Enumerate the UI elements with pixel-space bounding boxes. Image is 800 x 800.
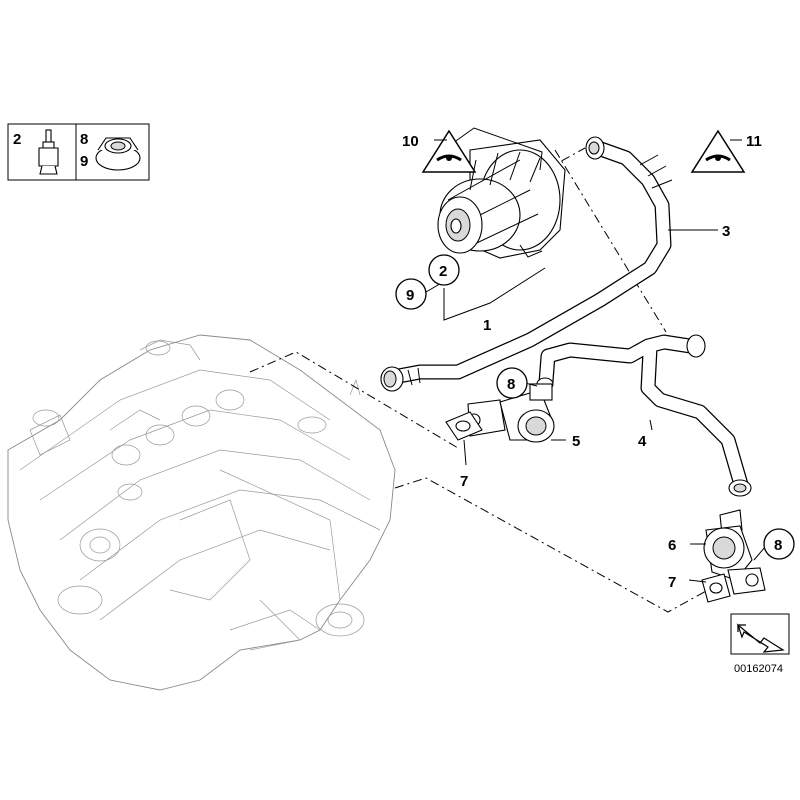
air-pump-drawing <box>431 127 566 259</box>
callout-5: 5 <box>572 433 580 450</box>
valve-drawing-6 <box>703 509 766 595</box>
callout-1: 1 <box>483 317 491 334</box>
bolt-icon <box>38 129 59 175</box>
callout-circle-2: 2 <box>428 254 460 286</box>
leader-pump-to-hose <box>554 149 667 333</box>
legend-label-2: 2 <box>13 131 21 148</box>
legend-label-8: 8 <box>80 131 88 148</box>
engine-drawing <box>7 334 396 691</box>
callout-7b: 7 <box>668 574 676 591</box>
callout-7a: 7 <box>460 473 468 490</box>
callout-10: 10 <box>402 133 419 150</box>
leader-engine-to-valve <box>394 477 709 613</box>
hose-drawing-4 <box>536 334 752 497</box>
callout-3: 3 <box>722 223 730 240</box>
callout-6: 6 <box>668 537 676 554</box>
document-number: 00162074 <box>734 663 783 675</box>
legend-box: 2 8 9 <box>7 123 150 181</box>
callout-9: 9 <box>406 287 414 304</box>
legend-label-9: 9 <box>80 153 88 170</box>
gasket-drawing-7b <box>701 573 731 603</box>
callout-8a: 8 <box>507 376 515 393</box>
callout-circle-9: 9 <box>395 278 427 310</box>
note-triangle-icon <box>421 129 477 173</box>
callout-2: 2 <box>439 263 447 280</box>
nut-icon <box>95 137 141 171</box>
callout-circle-8b: 8 <box>763 528 795 560</box>
callout-leaders <box>425 139 766 583</box>
direction-arrow-icon <box>730 613 790 655</box>
leader-engine-to-gasket <box>249 351 459 449</box>
note-triangle-icon <box>690 129 746 173</box>
gasket-drawing-7a <box>445 411 483 441</box>
callout-11: 11 <box>746 133 762 150</box>
callout-4: 4 <box>638 433 647 450</box>
callout-circle-8a: 8 <box>496 367 528 399</box>
hose-drawing <box>380 136 673 392</box>
callout-8b: 8 <box>774 537 782 554</box>
